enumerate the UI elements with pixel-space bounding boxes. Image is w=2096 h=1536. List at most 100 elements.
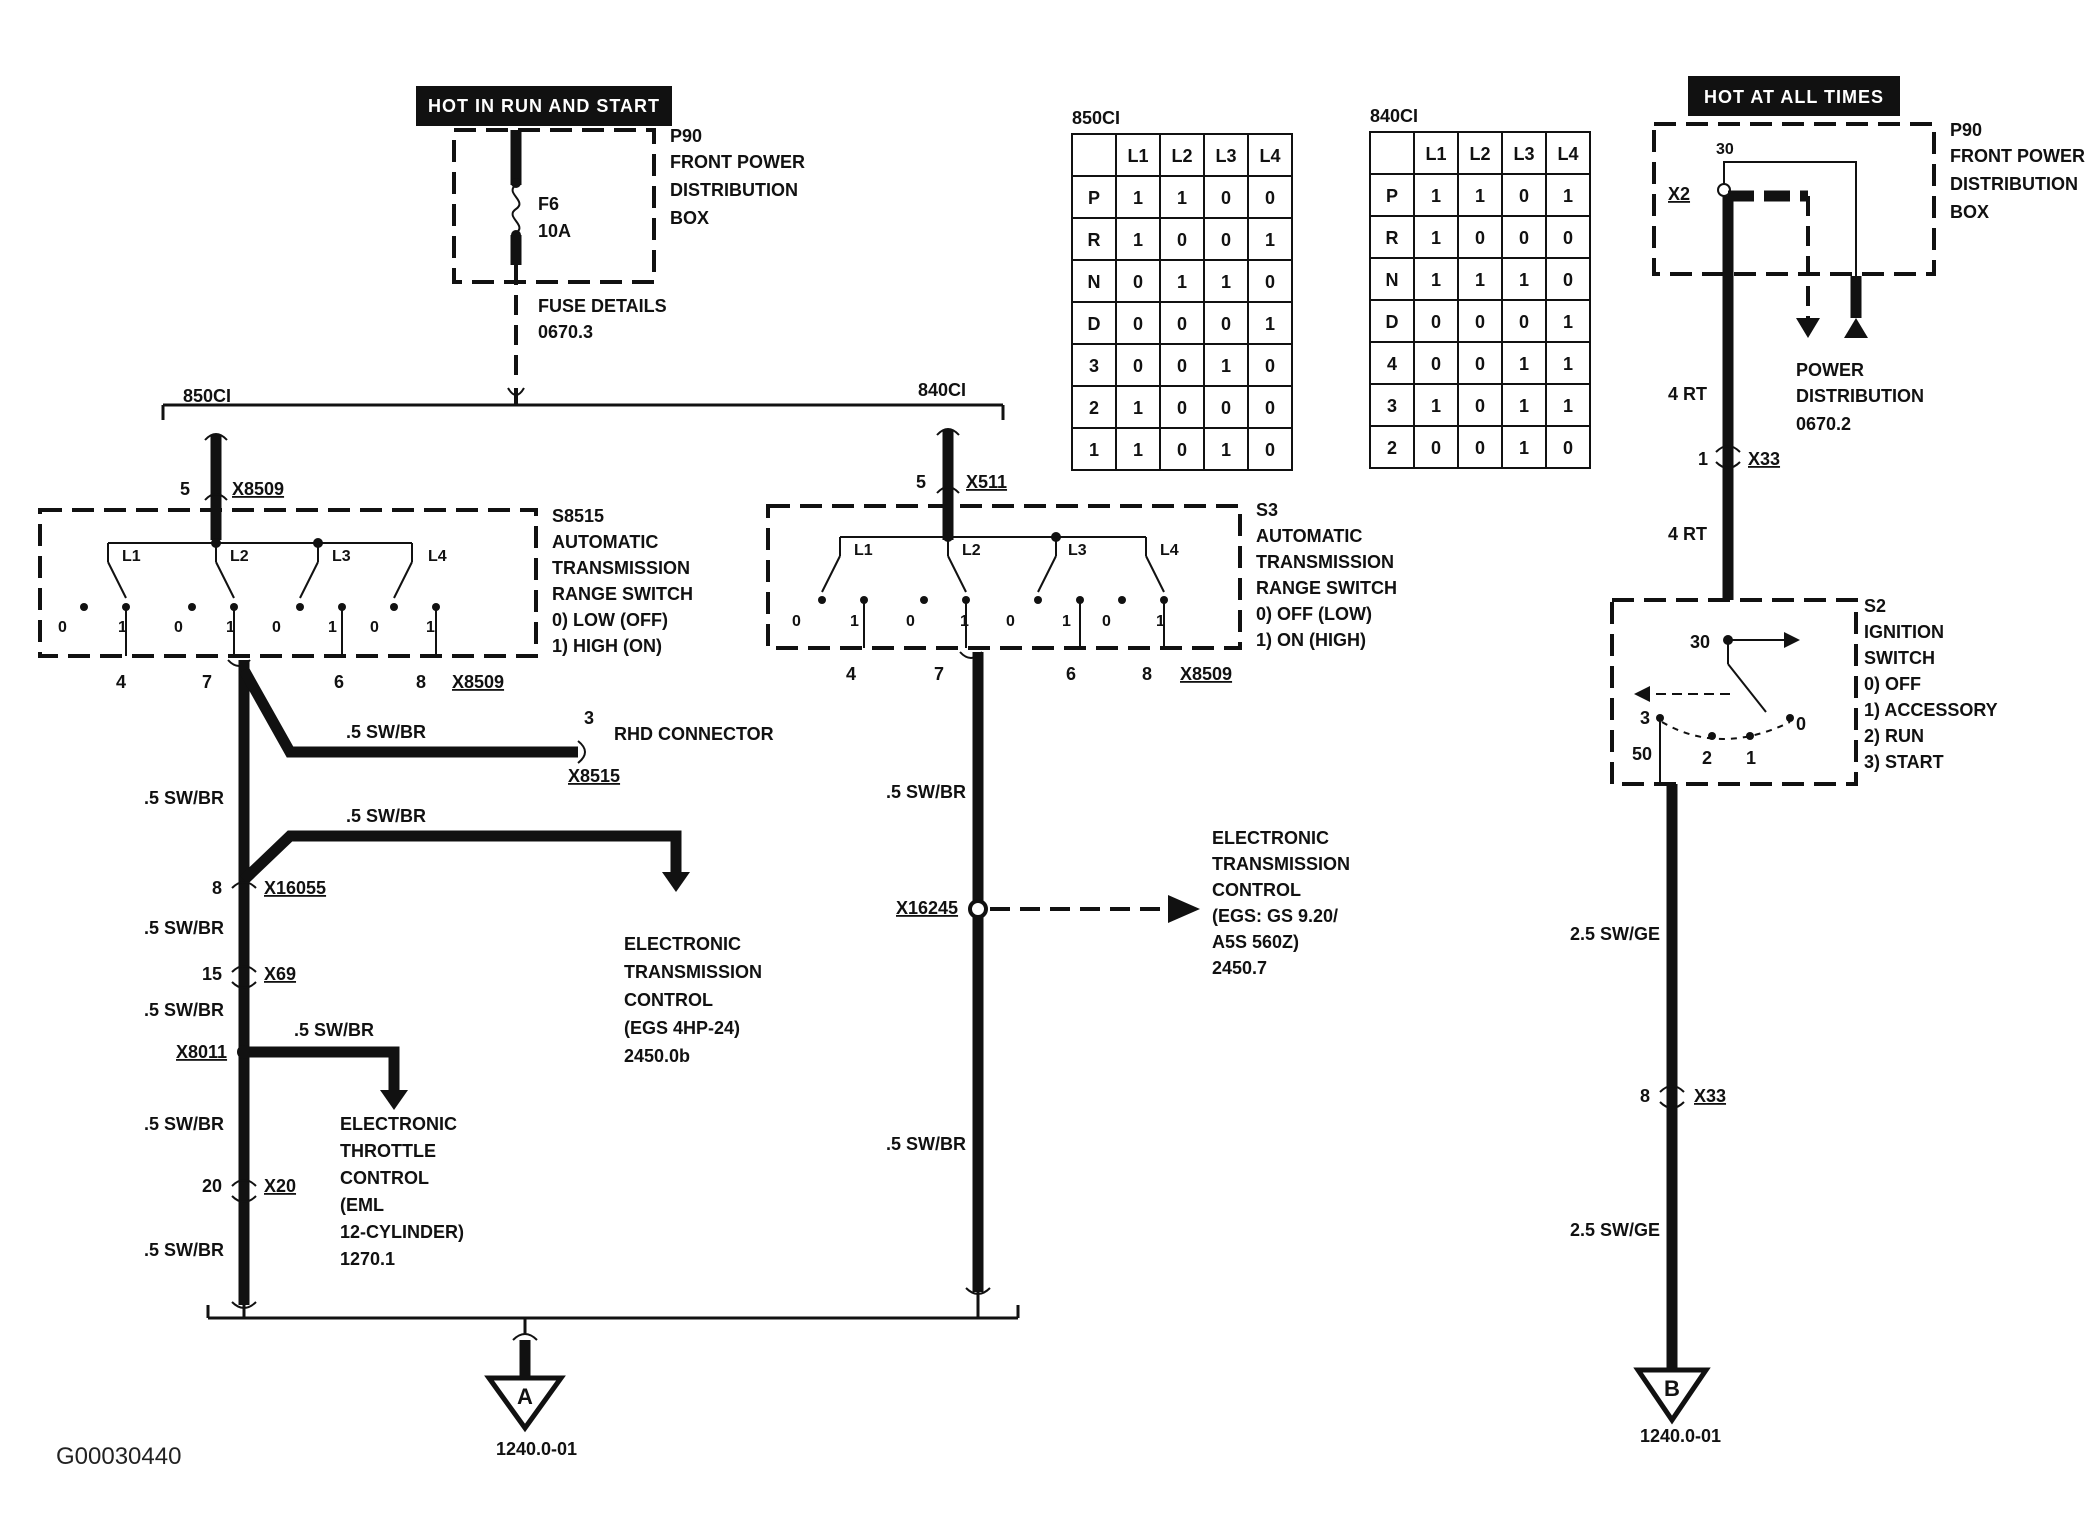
etc-eml-l4: (EML [340, 1195, 384, 1215]
ign-l5: 2) RUN [1864, 726, 1924, 746]
table-cell [1159, 427, 1205, 471]
etc-eml-l5: 12-CYLINDER) [340, 1222, 464, 1242]
etc-eml-l1: ELECTRONIC [340, 1114, 457, 1134]
left-w7: .5 SW/BR [144, 1240, 224, 1260]
splice-x16245-label: X16245 [896, 898, 958, 918]
etc-eml-l2: THROTTLE [340, 1141, 436, 1161]
fuse-id: F6 [538, 194, 559, 214]
table-value-cell: 0 [1221, 398, 1231, 418]
table-cell [1369, 425, 1415, 469]
table-value-cell: 0 [1265, 440, 1275, 460]
etc-gs-l4: (EGS: GS 9.20/ [1212, 906, 1338, 926]
s8515-bp4: 4 [116, 672, 126, 692]
table-value-cell: 1 [1089, 440, 1099, 460]
ign-pos1: 1 [1746, 748, 1756, 768]
s8515-bp7: 7 [202, 672, 212, 692]
s8515-pos: 1 [328, 619, 337, 636]
table-value-cell: 0 [1265, 272, 1275, 292]
table-cell [1203, 343, 1249, 387]
table-cell [1203, 385, 1249, 429]
table-value-cell: 0 [1563, 438, 1573, 458]
terminal-a-ref: 1240.0-01 [496, 1439, 577, 1459]
etc-eml-l6: 1270.1 [340, 1249, 395, 1269]
right-w-top: 4 RT [1668, 384, 1707, 404]
table-value-cell: N [1088, 272, 1101, 292]
table-cell [1247, 427, 1293, 471]
figure-id: G00030440 [56, 1443, 181, 1470]
right-conn-x33: X33 [1748, 449, 1780, 469]
table-cell [1369, 257, 1415, 301]
table-cell [1115, 259, 1161, 303]
table-value-cell: 1 [1563, 354, 1573, 374]
s3-bottom-conn: X8509 [1180, 664, 1232, 684]
table-cell [1545, 257, 1591, 301]
table-value-cell: 0 [1265, 356, 1275, 376]
terminal-b-letter: B [1664, 1376, 1680, 1401]
table-header-cell: L1 [1425, 144, 1446, 164]
table-value-cell: 1 [1431, 228, 1441, 248]
p90-right-line1: FRONT POWER [1950, 146, 2085, 166]
table-value-cell: 0 [1563, 270, 1573, 290]
branch-850ci: 850CI [183, 386, 231, 406]
table-value-cell: 1 [1265, 230, 1275, 250]
table-value-cell: 1 [1475, 270, 1485, 290]
right-w-mid: 4 RT [1668, 524, 1707, 544]
s3-line1: AUTOMATIC [1256, 526, 1362, 546]
s8515-pos: 1 [426, 619, 435, 636]
table-value-cell: 1 [1133, 440, 1143, 460]
table-value-cell: 1 [1563, 396, 1573, 416]
table-cell [1159, 343, 1205, 387]
fuse-box-right [1652, 122, 1936, 276]
left-w5: .5 SW/BR [294, 1020, 374, 1040]
table-value-cell: R [1088, 230, 1101, 250]
table-value-cell: 3 [1089, 356, 1099, 376]
table-cell [1413, 173, 1459, 217]
conn-x69: X69 [264, 964, 296, 984]
table-cell [1545, 173, 1591, 217]
table-value-cell: 1 [1431, 396, 1441, 416]
table-value-cell: N [1386, 270, 1399, 290]
table-value-cell: P [1088, 188, 1100, 208]
p90-left-line3: BOX [670, 208, 709, 228]
table-value-cell: 1 [1221, 272, 1231, 292]
mid-w1: .5 SW/BR [886, 782, 966, 802]
terminal-b-icon [1633, 1367, 1711, 1425]
s3-l2: L2 [962, 542, 981, 559]
terminal-a-icon [484, 1375, 566, 1433]
etc-egs4hp-l5: 2450.0b [624, 1046, 690, 1066]
table-value-cell: 0 [1177, 314, 1187, 334]
table-value-cell: 0 [1475, 354, 1485, 374]
power-dist-arrow-2 [1844, 318, 1868, 338]
etc-arrow [662, 872, 690, 892]
ign-l4: 1) ACCESSORY [1864, 700, 1998, 720]
table-value-cell: 0 [1265, 398, 1275, 418]
p90-right-line3: BOX [1950, 202, 1989, 222]
table-value-cell: 0 [1177, 440, 1187, 460]
s8515-bp6: 6 [334, 672, 344, 692]
table-value-cell: 1 [1563, 312, 1573, 332]
power-dist-l1: POWER [1796, 360, 1864, 380]
table-cell [1071, 133, 1117, 177]
right-pin1: 1 [1698, 449, 1708, 469]
right-w-low2: 2.5 SW/GE [1570, 1220, 1660, 1240]
table-cell [1501, 257, 1547, 301]
right-pin8: 8 [1640, 1086, 1650, 1106]
s3-pos: 0 [792, 613, 801, 630]
ign-l2: SWITCH [1864, 648, 1935, 668]
s3-pos: 0 [906, 613, 915, 630]
table-cell [1457, 173, 1503, 217]
table-value-cell: 0 [1133, 314, 1143, 334]
splice-x8011-label: X8011 [176, 1042, 227, 1062]
etc-gs-l5: A5S 560Z) [1212, 932, 1299, 952]
table-value-cell: 0 [1177, 398, 1187, 418]
table-cell [1369, 131, 1415, 175]
s8515-l2: L2 [230, 548, 249, 565]
table-value-cell: 0 [1221, 314, 1231, 334]
terminal-a-letter: A [517, 1384, 533, 1409]
table-header-cell: L1 [1127, 146, 1148, 166]
power-dist-l2: DISTRIBUTION [1796, 386, 1924, 406]
table-cell [1501, 425, 1547, 469]
table-cell [1203, 259, 1249, 303]
